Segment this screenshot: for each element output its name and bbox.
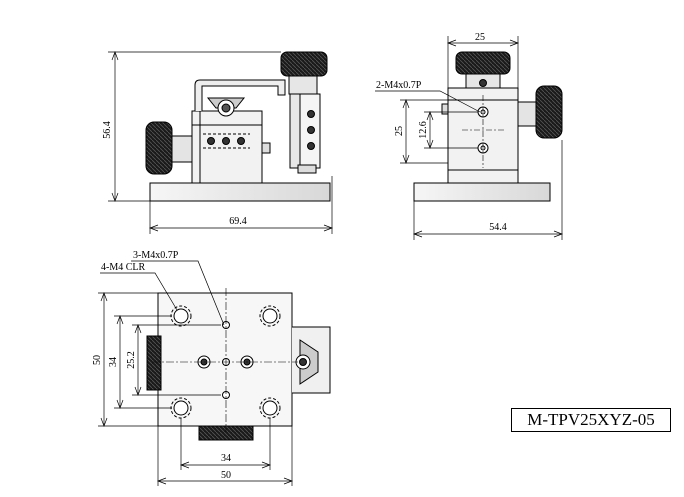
top-left-knob bbox=[146, 335, 162, 391]
side-top-knob bbox=[280, 51, 328, 77]
top-hole-width-dim: 34 bbox=[221, 453, 231, 464]
front-height-dim: 25 bbox=[394, 126, 405, 136]
side-base-plate bbox=[149, 182, 331, 202]
top-thread-callout: 3-M4x0.7P bbox=[133, 250, 179, 261]
side-height-dim: 56.4 bbox=[102, 121, 113, 139]
top-dimensions bbox=[98, 260, 293, 486]
model-label: M-TPV25XYZ-05 bbox=[511, 408, 671, 432]
side-left-knob bbox=[145, 121, 173, 175]
top-outer-width-dim: 50 bbox=[221, 470, 231, 481]
front-top-width-dim: 25 bbox=[475, 32, 485, 43]
front-base-width-dim: 54.4 bbox=[489, 222, 507, 233]
top-clearance-callout: 4-M4 CLR bbox=[101, 262, 146, 273]
side-top-bracket bbox=[194, 79, 286, 111]
top-outer-height-dim: 50 bbox=[92, 355, 103, 365]
front-hole-spacing-dim: 12.6 bbox=[418, 121, 429, 139]
side-stage-body bbox=[191, 110, 263, 184]
front-thread-callout: 2-M4x0.7P bbox=[376, 80, 422, 91]
front-view bbox=[413, 51, 563, 202]
top-view bbox=[146, 288, 331, 441]
side-view bbox=[145, 51, 331, 202]
side-width-dim: 69.4 bbox=[229, 216, 247, 227]
front-side-knob bbox=[535, 85, 563, 139]
front-top-knob bbox=[455, 51, 511, 75]
side-dimensions bbox=[108, 51, 333, 234]
front-base-plate bbox=[413, 182, 551, 202]
top-hole-height-dim: 34 bbox=[108, 357, 119, 367]
front-dimensions bbox=[375, 36, 563, 240]
top-inner-height-dim: 25.2 bbox=[126, 351, 137, 369]
